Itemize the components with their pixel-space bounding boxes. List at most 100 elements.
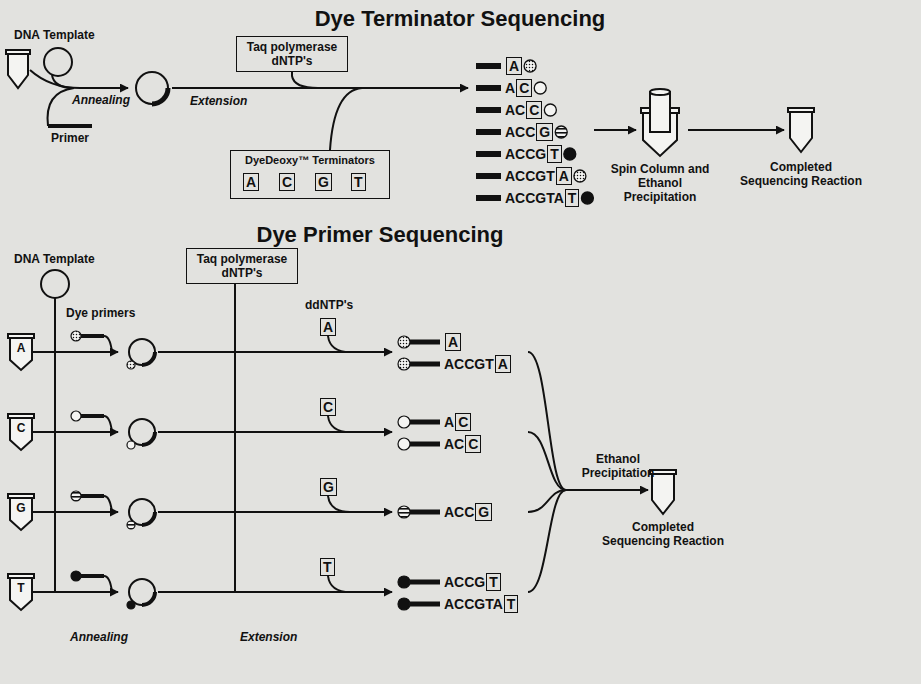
process-arrow (566, 489, 648, 491)
fragment-bars (410, 422, 440, 444)
text-label: DNA Template (14, 252, 95, 266)
process-arrow (688, 129, 784, 131)
step-label: Annealing (70, 630, 128, 644)
terminal-base-box: T (547, 145, 562, 163)
dye-label (534, 82, 546, 94)
annealed-primer (142, 592, 155, 605)
primer-line (48, 88, 74, 126)
dye-label (127, 601, 135, 609)
sequence-prefix: ACCGT (444, 356, 494, 372)
terminal-base-box: T (504, 595, 519, 613)
annealing-arrow (30, 70, 128, 88)
diagram-title: Dye Terminator Sequencing (315, 6, 606, 32)
fragment-bars (476, 66, 501, 198)
node-text: Taq polymerase dNTP's (191, 252, 293, 280)
node-text: C (468, 436, 478, 452)
template-line (54, 298, 56, 592)
ddntp-box: C (320, 398, 336, 416)
node-text: T (489, 574, 498, 590)
primed-template (136, 72, 168, 104)
terminal-base-box: A (506, 57, 522, 75)
tube (6, 50, 30, 88)
terminal-base-box: C (526, 101, 542, 119)
node-text: T (507, 596, 516, 612)
dna-template (44, 48, 72, 76)
terminal-base-box: C (516, 79, 532, 97)
terminal-base-box: A (556, 167, 572, 185)
ddntp-box: G (320, 478, 337, 496)
terminal-base-box: T (565, 189, 580, 207)
terminal-base-box: G (475, 503, 492, 521)
node-text: T (568, 190, 577, 206)
sequence-prefix: ACCG (444, 574, 485, 590)
terminator-letter-box: A (243, 173, 259, 191)
node-text: C (519, 80, 529, 96)
dye-label (71, 491, 81, 501)
dye-label (127, 361, 135, 369)
node-text: T (550, 146, 559, 162)
node-text: C (529, 102, 539, 118)
dye-label (71, 411, 81, 421)
sequence-prefix: ACCGT (505, 168, 555, 184)
step-label: Annealing (72, 93, 130, 107)
annealing-arrow (32, 431, 118, 433)
text-label: Ethanol Precipitation (572, 452, 664, 480)
terminator-letter-box: G (315, 173, 332, 191)
dye-label (581, 192, 593, 204)
tube-letter: C (17, 421, 26, 435)
primer-line (104, 336, 112, 352)
node-text: DyeDeoxy™ Terminators (234, 154, 386, 167)
dye-label (127, 521, 135, 529)
dye-label (127, 441, 135, 449)
terminator-letter-box: T (351, 173, 366, 191)
tube (8, 574, 34, 610)
text-label: Dye primers (66, 306, 135, 320)
tube-letter: T (17, 581, 24, 595)
primer-bar (81, 494, 104, 498)
terminal-base-box: A (495, 355, 511, 373)
fragment-bars (410, 510, 440, 515)
dye-label (398, 506, 410, 518)
node-text: Taq polymerase dNTP's (241, 40, 343, 68)
sequence-prefix: ACCGTA (444, 596, 503, 612)
tube-letter: A (17, 341, 26, 355)
ddntp-box: T (320, 558, 335, 576)
reagent-line (328, 336, 350, 352)
dye-label (544, 104, 556, 116)
dye-label (398, 336, 410, 348)
reagent-box: Taq polymerase dNTP's (186, 248, 298, 284)
annealing-arrow (32, 351, 118, 353)
dye-label (398, 416, 410, 428)
node-text: A (246, 174, 256, 190)
annealed-primer (142, 432, 155, 445)
dye-label (564, 148, 576, 160)
terminal-base-box: A (445, 333, 461, 351)
node-text: G (318, 174, 329, 190)
spin-column-top (650, 89, 670, 95)
primer-bar (81, 574, 104, 578)
extension-arrow (158, 511, 392, 513)
node-text: C (282, 174, 292, 190)
tube (8, 494, 34, 530)
annealed-primer (152, 88, 168, 104)
annealed-primer (142, 512, 155, 525)
sequence-prefix: ACCGTA (505, 190, 564, 206)
dye-label (71, 331, 81, 341)
terminal-base-box: C (455, 413, 471, 431)
fragment-bars (410, 582, 440, 604)
annealing-arrow (32, 591, 118, 593)
node-text: T (354, 174, 363, 190)
text-label: Completed Sequencing Reaction (598, 520, 728, 548)
dye-label (398, 358, 410, 370)
node-text: G (323, 479, 334, 495)
text-label: Primer (51, 131, 89, 145)
terminator-letter-box: C (279, 173, 295, 191)
node-text: T (323, 559, 332, 575)
node-text: G (539, 124, 550, 140)
dye-label (574, 170, 586, 182)
step-label: Extension (240, 630, 297, 644)
template-line (52, 75, 74, 88)
text-label: DNA Template (14, 28, 95, 42)
terminal-base-box: C (465, 435, 481, 453)
dye-label (71, 571, 81, 581)
